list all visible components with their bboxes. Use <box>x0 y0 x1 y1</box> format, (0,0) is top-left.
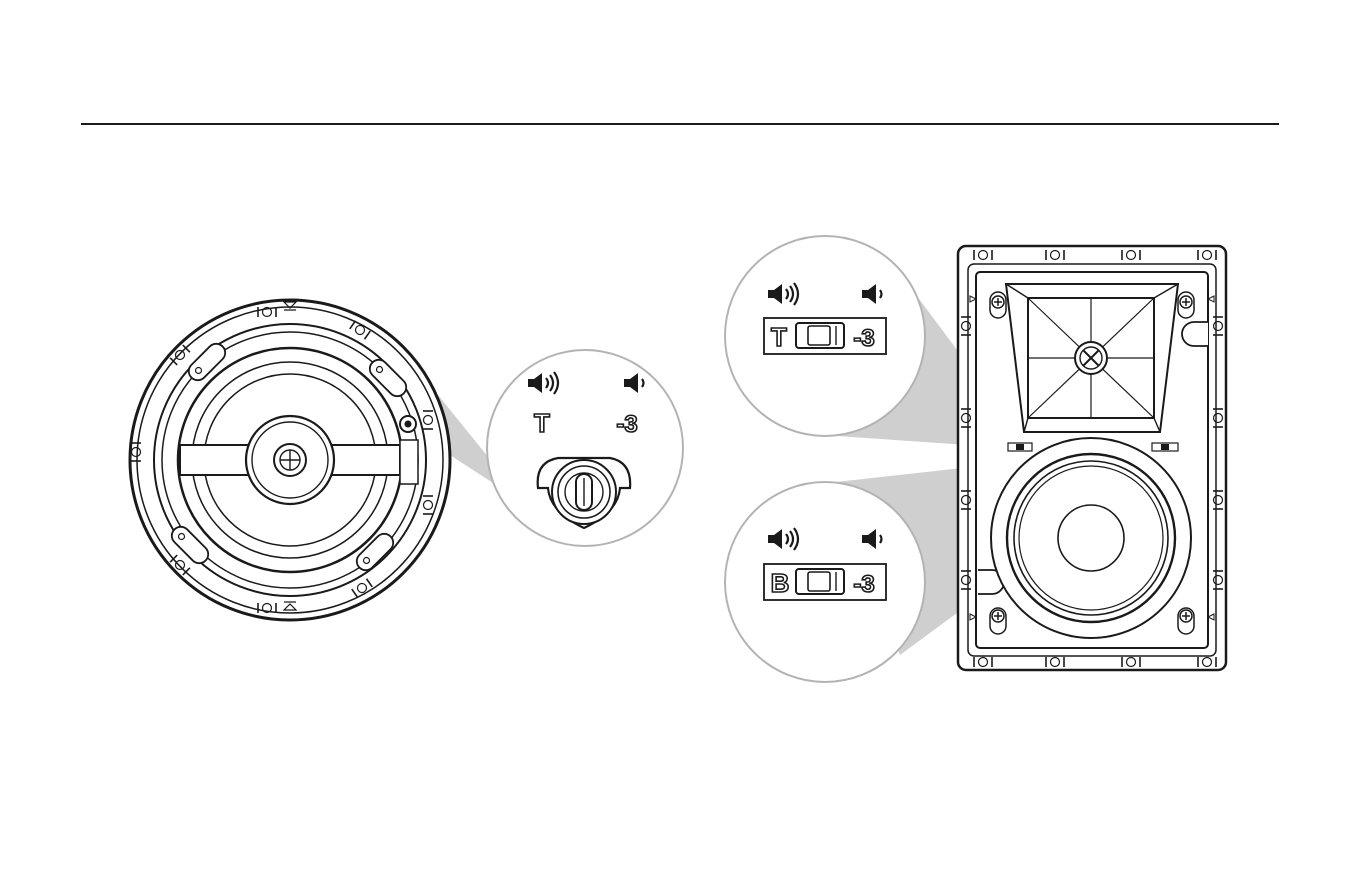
screw-icon <box>1178 608 1194 634</box>
ceiling-switch-value: -3 <box>616 411 637 438</box>
in-ceiling-speaker: T -3 <box>130 300 683 620</box>
tweeter-level-switch[interactable] <box>1008 443 1032 451</box>
in-wall-speaker: T -3 B -3 <box>725 236 1226 682</box>
screw-icon <box>990 608 1006 634</box>
switch-icon <box>796 323 844 348</box>
ceiling-callout: T -3 <box>487 350 683 546</box>
screw-icon <box>990 292 1006 318</box>
woofer-switch-letter: B <box>771 568 790 598</box>
ceiling-level-switch[interactable] <box>400 416 416 432</box>
woofer-callout: B -3 <box>725 482 925 682</box>
switch-icon <box>796 569 844 594</box>
tweeter-callout: T -3 <box>725 236 925 436</box>
woofer-switch-value: -3 <box>853 571 874 598</box>
tweeter-switch-value: -3 <box>853 325 874 352</box>
woofer-level-switch[interactable] <box>1152 443 1178 451</box>
ceiling-switch-letter: T <box>534 408 550 438</box>
tweeter-switch-letter: T <box>771 322 787 352</box>
screw-icon <box>1178 292 1194 318</box>
